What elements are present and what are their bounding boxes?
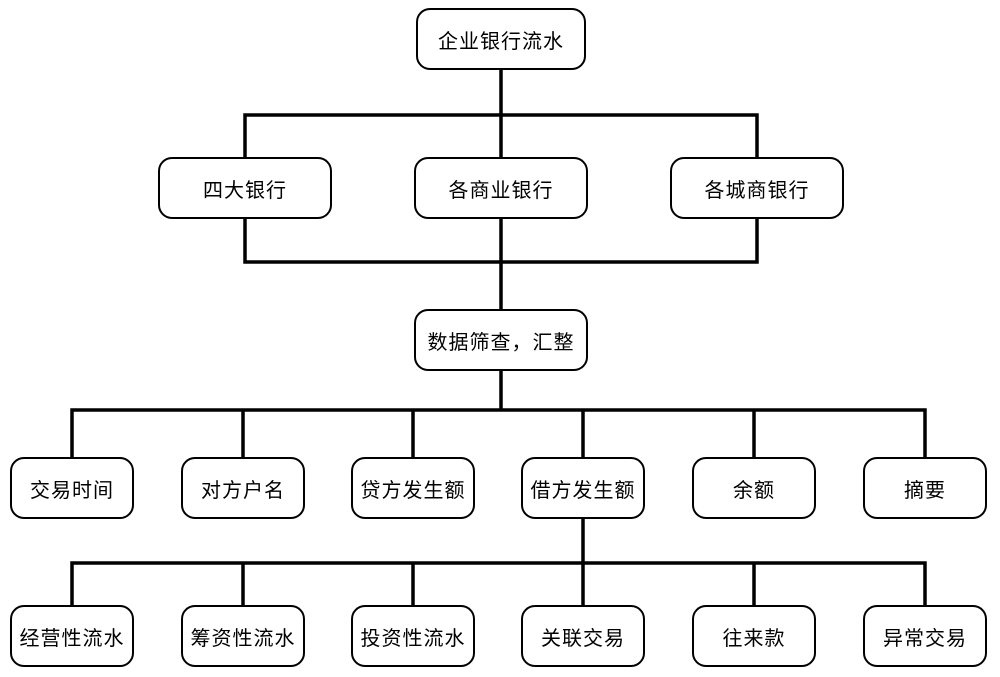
node-data-screening: 数据筛查，汇整 [414, 309, 588, 371]
node-category-investing-flow: 投资性流水 [351, 605, 475, 667]
connector-banks-to-filter [243, 219, 759, 309]
node-category-related-transactions: 关联交易 [521, 605, 645, 667]
node-field-counterparty-name: 对方户名 [181, 457, 305, 519]
node-category-operating-flow: 经营性流水 [10, 605, 134, 667]
node-category-abnormal-transactions: 异常交易 [863, 605, 987, 667]
node-enterprise-bank-statement: 企业银行流水 [416, 8, 586, 70]
node-big-four-banks: 四大银行 [158, 157, 332, 219]
node-field-summary: 摘要 [863, 457, 987, 519]
node-category-current-accounts: 往来款 [692, 605, 816, 667]
node-field-credit-amount: 贷方发生额 [351, 457, 475, 519]
connector-root-to-banks [243, 70, 759, 157]
node-field-transaction-time: 交易时间 [10, 457, 134, 519]
connector-debit-to-categories [70, 519, 927, 605]
node-field-balance: 余额 [692, 457, 816, 519]
node-commercial-banks: 各商业银行 [414, 157, 588, 219]
node-city-commercial-banks: 各城商银行 [670, 157, 844, 219]
node-field-debit-amount: 借方发生额 [521, 457, 645, 519]
connector-filter-to-fields [70, 371, 927, 457]
node-category-financing-flow: 筹资性流水 [181, 605, 305, 667]
